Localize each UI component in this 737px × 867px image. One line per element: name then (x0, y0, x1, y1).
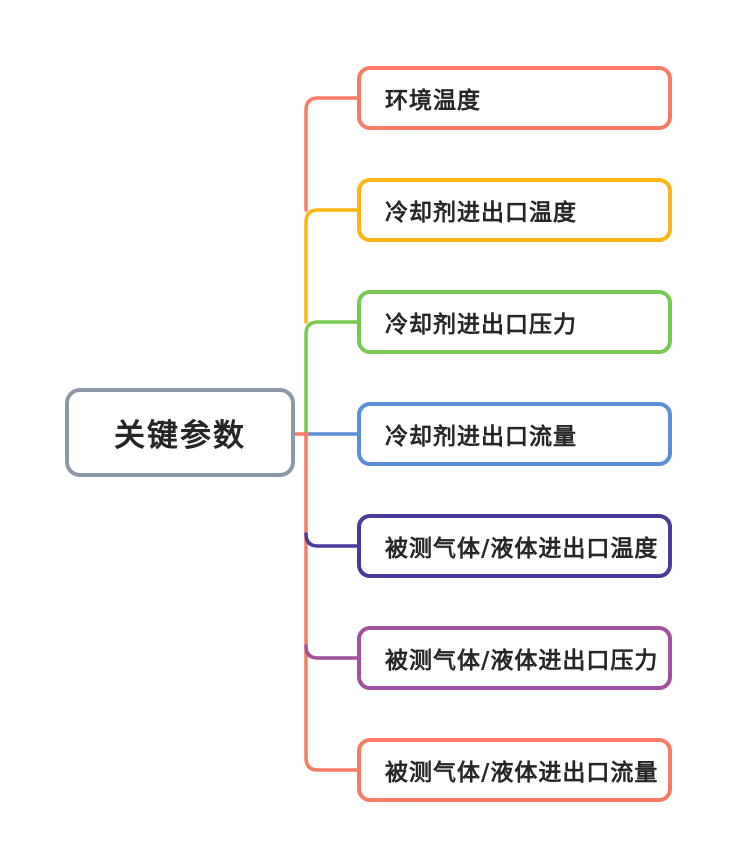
root-node-key-parameters[interactable]: 关键参数 (65, 388, 295, 477)
branch-node-label: 冷却剂进出口流量 (385, 424, 577, 450)
node-ambient-temperature[interactable]: 环境温度 (357, 66, 672, 130)
node-measured-gas-liquid-inlet-outlet-pressure[interactable]: 被测气体/液体进出口压力 (357, 626, 672, 690)
connector-measured-flow (304, 432, 360, 772)
node-coolant-inlet-outlet-temperature[interactable]: 冷却剂进出口温度 (357, 178, 672, 242)
node-measured-gas-liquid-inlet-outlet-temperature[interactable]: 被测气体/液体进出口温度 (357, 514, 672, 578)
branch-node-label: 被测气体/液体进出口压力 (385, 648, 659, 674)
node-coolant-inlet-outlet-flow[interactable]: 冷却剂进出口流量 (357, 402, 672, 466)
branch-node-label: 被测气体/液体进出口流量 (385, 760, 659, 786)
connector-coolant-pressure (304, 320, 360, 436)
branch-node-label: 冷却剂进出口压力 (385, 312, 577, 338)
branch-node-label: 冷却剂进出口温度 (385, 200, 577, 226)
branch-node-label: 被测气体/液体进出口温度 (385, 536, 659, 562)
node-measured-gas-liquid-inlet-outlet-flow[interactable]: 被测气体/液体进出口流量 (357, 738, 672, 802)
connector-coolant-temperature (304, 208, 360, 324)
connector-ambient-temperature (304, 96, 360, 212)
root-node-label: 关键参数 (114, 418, 246, 454)
connector-measured-temperature (304, 532, 360, 548)
node-coolant-inlet-outlet-pressure[interactable]: 冷却剂进出口压力 (357, 290, 672, 354)
connector-measured-pressure (304, 644, 360, 660)
branch-node-label: 环境温度 (385, 88, 481, 114)
